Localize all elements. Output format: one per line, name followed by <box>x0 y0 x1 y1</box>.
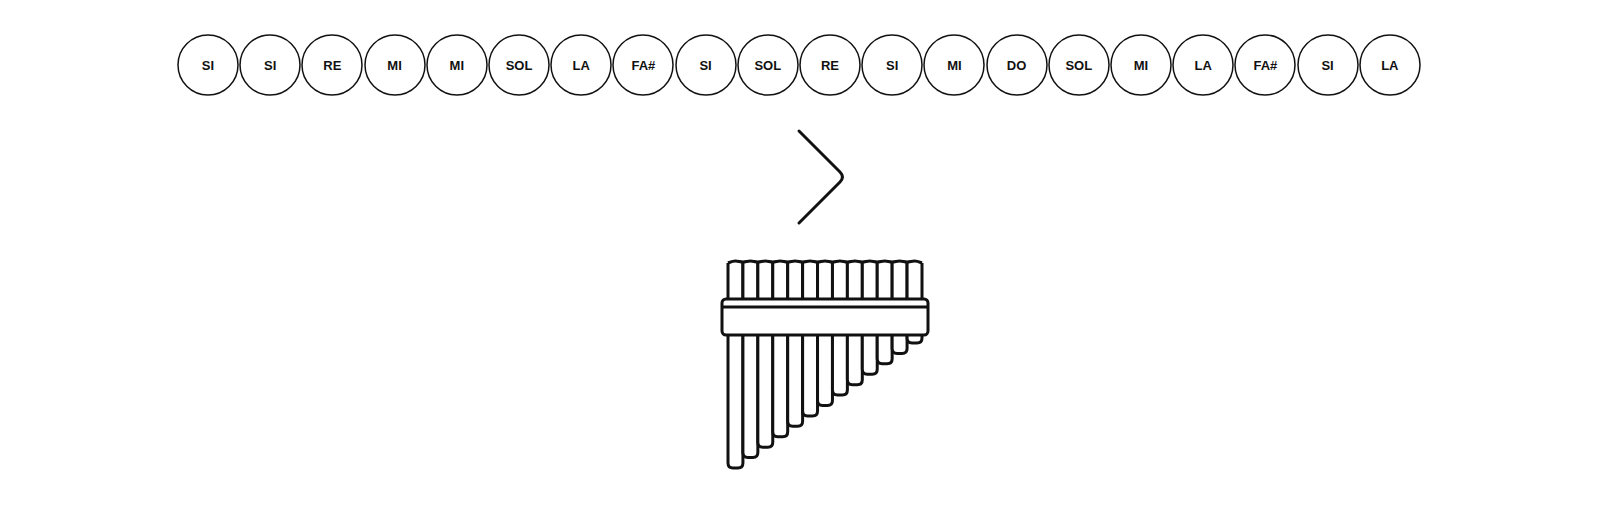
note-name: MI <box>387 58 401 73</box>
note-name: LA <box>1381 58 1398 73</box>
circle-shape <box>676 35 736 95</box>
note-name: RE <box>323 58 341 73</box>
note-name: LA <box>1195 58 1212 73</box>
circle-shape <box>1360 35 1420 95</box>
note-circle: SOL <box>1048 34 1110 96</box>
note-circle: MI <box>923 34 985 96</box>
note-name: RE <box>821 58 839 73</box>
note-name: SOL <box>1065 58 1092 73</box>
note-name: FA# <box>1253 58 1277 73</box>
note-name: SI <box>699 58 711 73</box>
flute-tube <box>788 263 803 426</box>
circle-shape <box>738 35 798 95</box>
note-name: LA <box>573 58 590 73</box>
note-circle: LA <box>550 34 612 96</box>
circle-shape <box>987 35 1047 95</box>
circle-shape <box>1173 35 1233 95</box>
circle-shape <box>302 35 362 95</box>
note-circle: SI <box>675 34 737 96</box>
note-circle: LA <box>1172 34 1234 96</box>
flute-band <box>722 299 928 335</box>
note-circle: SI <box>861 34 923 96</box>
note-circle: SI <box>1297 34 1359 96</box>
note-circle: SI <box>177 34 239 96</box>
note-circle: RE <box>799 34 861 96</box>
note-circle: FA# <box>1234 34 1296 96</box>
note-name: MI <box>1134 58 1148 73</box>
note-name: SI <box>264 58 276 73</box>
note-circle: SI <box>239 34 301 96</box>
note-name: SOL <box>754 58 781 73</box>
circle-shape <box>551 35 611 95</box>
note-name: SI <box>886 58 898 73</box>
note-circle: MI <box>1110 34 1172 96</box>
note-name: FA# <box>631 58 655 73</box>
circle-shape <box>924 35 984 95</box>
note-name: DO <box>1007 58 1027 73</box>
flute-tube <box>758 263 773 447</box>
flute-tube <box>773 263 788 437</box>
circle-shape <box>178 35 238 95</box>
circle-shape <box>800 35 860 95</box>
note-name: SI <box>1321 58 1333 73</box>
circle-shape <box>489 35 549 95</box>
flute-rim <box>728 261 922 263</box>
note-circle: DO <box>986 34 1048 96</box>
flute-band-line <box>722 306 928 309</box>
note-circle: SOL <box>737 34 799 96</box>
flute-tube <box>728 263 743 468</box>
chevron-arrow <box>799 131 843 223</box>
circle-shape <box>240 35 300 95</box>
circle-shape <box>1049 35 1109 95</box>
circle-shape <box>365 35 425 95</box>
flute-tube <box>803 263 818 416</box>
circle-shape <box>427 35 487 95</box>
circle-shape <box>1298 35 1358 95</box>
circle-shape <box>862 35 922 95</box>
note-circle: RE <box>301 34 363 96</box>
note-name: MI <box>450 58 464 73</box>
note-name: MI <box>947 58 961 73</box>
note-name: SI <box>202 58 214 73</box>
note-circle: FA# <box>612 34 674 96</box>
note-circle: LA <box>1359 34 1421 96</box>
circle-shape <box>613 35 673 95</box>
circle-shape <box>1235 35 1295 95</box>
circle-shape <box>1111 35 1171 95</box>
note-name: SOL <box>506 58 533 73</box>
note-circle: MI <box>426 34 488 96</box>
note-circle: SOL <box>488 34 550 96</box>
flute-tube <box>743 263 758 458</box>
pan-flute <box>722 261 928 468</box>
note-circle: MI <box>364 34 426 96</box>
